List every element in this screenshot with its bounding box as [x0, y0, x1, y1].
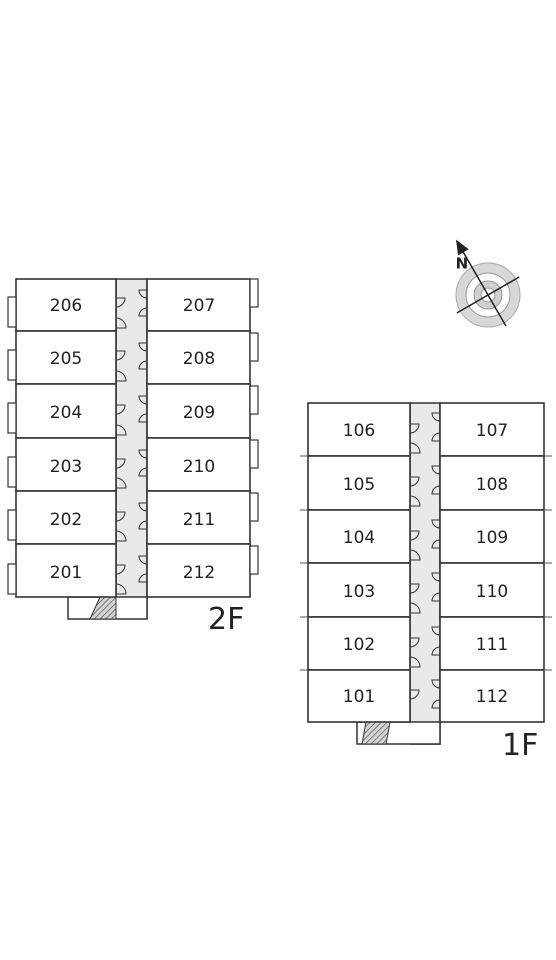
- room-number: 212: [183, 563, 215, 583]
- unit-104: 104: [307, 509, 411, 564]
- room-number: 203: [50, 457, 82, 477]
- door-swings: [409, 412, 441, 709]
- room-number: 102: [343, 635, 375, 655]
- room-number: 210: [183, 457, 215, 477]
- balcony-ticks: [300, 455, 552, 671]
- unit-212: 212: [146, 543, 259, 598]
- room-number: 112: [476, 687, 508, 707]
- floor-label: 1F: [502, 728, 538, 763]
- unit-211: 211: [146, 490, 259, 545]
- compass-icon: N: [455, 239, 521, 328]
- room-number: 105: [343, 475, 375, 495]
- room-number: 207: [183, 296, 215, 316]
- unit-205: 205: [7, 330, 117, 385]
- unit-105: 105: [307, 455, 411, 511]
- unit-210: 210: [146, 437, 259, 492]
- unit-112: 112: [439, 669, 545, 723]
- unit-103: 103: [307, 562, 411, 618]
- north-letter: N: [456, 254, 469, 272]
- door-swings: [115, 289, 148, 595]
- floor-1f: 106 105 104 103 102 101 107 108: [300, 402, 552, 763]
- room-number: 209: [183, 403, 215, 423]
- room-number: 110: [476, 582, 508, 602]
- unit-101: 101: [307, 669, 411, 723]
- room-number: 205: [50, 349, 82, 369]
- unit-207: 207: [146, 278, 259, 332]
- floor-label: 2F: [208, 602, 244, 637]
- room-number: 108: [476, 475, 508, 495]
- unit-209: 209: [146, 383, 259, 439]
- room-number: 202: [50, 510, 82, 530]
- unit-202: 202: [7, 490, 117, 545]
- room-number: 101: [343, 687, 375, 707]
- stair: [361, 721, 391, 745]
- room-number: 111: [476, 635, 508, 655]
- unit-107: 107: [439, 402, 545, 457]
- floor-2f: 206 205 204 203 202 201: [7, 278, 259, 637]
- unit-206: 206: [7, 278, 117, 332]
- unit-108: 108: [439, 455, 545, 511]
- unit-110: 110: [439, 562, 545, 618]
- room-number: 211: [183, 510, 215, 530]
- room-number: 106: [343, 421, 375, 441]
- unit-102: 102: [307, 616, 411, 671]
- room-number: 104: [343, 528, 375, 548]
- room-number: 204: [50, 403, 82, 423]
- room-number: 201: [50, 563, 82, 583]
- unit-204: 204: [7, 383, 117, 439]
- room-number: 208: [183, 349, 215, 369]
- room-number: 103: [343, 582, 375, 602]
- corridor: [115, 278, 148, 619]
- unit-201: 201: [7, 543, 117, 598]
- unit-106: 106: [307, 402, 411, 457]
- room-number: 107: [476, 421, 508, 441]
- unit-203: 203: [7, 437, 117, 492]
- room-number: 206: [50, 296, 82, 316]
- unit-109: 109: [439, 509, 545, 564]
- room-number: 109: [476, 528, 508, 548]
- unit-111: 111: [439, 616, 545, 671]
- unit-208: 208: [146, 330, 259, 385]
